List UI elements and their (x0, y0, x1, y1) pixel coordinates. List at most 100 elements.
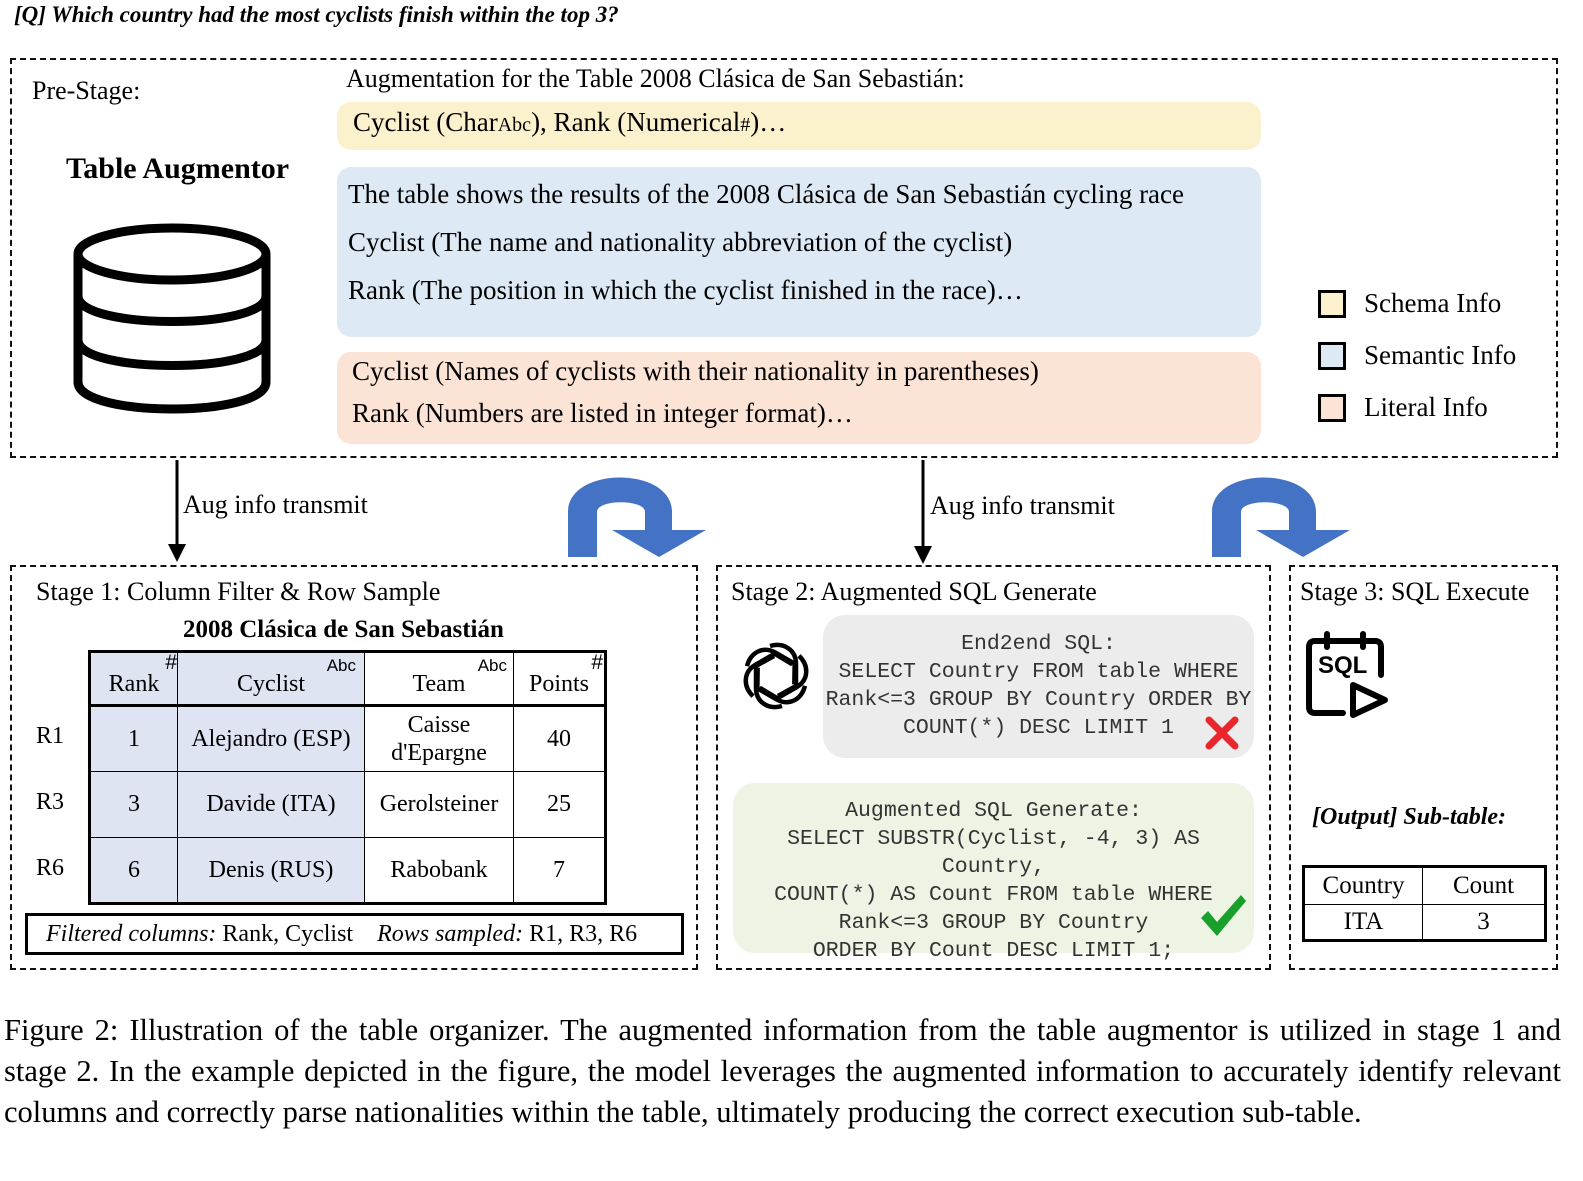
rows-sampled-value: R1, R3, R6 (529, 920, 638, 947)
augmented-sql-box: Augmented SQL Generate: SELECT SUBSTR(Cy… (733, 783, 1254, 963)
cell-points: 7 (513, 837, 606, 904)
header-team-mark: Abc (477, 656, 507, 675)
sql-execute-icon (1306, 631, 1388, 718)
header-team-label: Team (412, 671, 466, 697)
end2end-line-3: Rank<=3 GROUP BY Country ORDER BY (825, 688, 1252, 712)
semantic-info-panel: The table shows the results of the 2008 … (337, 167, 1261, 337)
llm-logo-icon (743, 642, 809, 710)
cell-cyclist: Alejandro (ESP) (177, 705, 365, 772)
figure-caption: Figure 2: Illustration of the table orga… (4, 1013, 1561, 1129)
output-cell-country: ITA (1303, 904, 1423, 941)
schema-num-mark: # (740, 114, 751, 136)
literal-line-1: Cyclist (Names of cyclists with their na… (352, 356, 1039, 386)
semantic-line-3: Rank (The position in which the cyclist … (348, 275, 1023, 305)
end2end-line-2: SELECT Country FROM table WHERE (838, 660, 1239, 684)
aug-transmit-label-left: Aug info transmit (183, 490, 368, 519)
header-points-label: Points (528, 671, 590, 697)
legend-semantic-label: Semantic Info (1364, 340, 1517, 370)
stage2-label: Stage 2: Augmented SQL Generate (731, 577, 1097, 606)
filtered-columns-label: Filtered columns: (46, 920, 217, 947)
schema-text-2: ), Rank (Numerical (531, 107, 741, 137)
header-points-mark: # (591, 651, 603, 674)
augmentation-heading: Augmentation for the Table 2008 Clásica … (346, 64, 965, 93)
augmented-line-2: SELECT SUBSTR(Cyclist, -4, 3) AS Country… (787, 827, 1200, 879)
schema-text-1: Cyclist (Char (353, 107, 498, 137)
aug-transmit-label-right: Aug info transmit (930, 491, 1115, 520)
header-team: Team Abc (364, 651, 514, 706)
cell-team: Caisse d'Epargne (364, 705, 514, 772)
augmented-line-5: ORDER BY Count DESC LIMIT 1; (812, 939, 1175, 963)
schema-text-3: )… (750, 107, 787, 137)
pre-stage-box (10, 58, 1558, 458)
table-header-row: Rank # Cyclist Abc Team Abc Points # (89, 651, 606, 706)
header-cyclist: Cyclist Abc (177, 651, 365, 706)
cell-points: 25 (513, 771, 606, 838)
cell-points: 40 (513, 705, 606, 772)
output-header-count: Count (1422, 866, 1546, 905)
arrow-down-right (914, 460, 932, 564)
header-rank-label: Rank (108, 671, 160, 697)
legend-schema: Schema Info (1318, 288, 1501, 319)
row-id-r1: R1 (36, 723, 65, 749)
table-row: ITA 3 (1303, 904, 1546, 941)
header-rank-mark: # (165, 651, 177, 674)
schema-info-panel: Cyclist (CharAbc), Rank (Numerical#)… (337, 102, 1261, 150)
end2end-sql-box: End2end SQL: SELECT Country FROM table W… (823, 615, 1254, 758)
augmentor-title: Table Augmentor (66, 152, 290, 185)
question-text: [Q] Which country had the most cyclists … (14, 2, 619, 27)
semantic-line-1: The table shows the results of the 2008 … (348, 179, 1185, 209)
legend-schema-label: Schema Info (1364, 288, 1502, 318)
cell-rank: 3 (89, 771, 178, 838)
literal-line-2: Rank (Numbers are listed in integer form… (352, 398, 853, 428)
cell-rank: 6 (89, 837, 178, 904)
wrong-cross-icon (1205, 716, 1239, 750)
arrow-down-left (168, 460, 186, 562)
schema-char-mark: Abc (497, 114, 532, 136)
cyclist-table: Rank # Cyclist Abc Team Abc Points # 1 A… (88, 650, 607, 905)
end2end-line-4: COUNT(*) DESC LIMIT 1 (903, 716, 1174, 740)
augmented-line-4: Rank<=3 GROUP BY Country (838, 911, 1149, 935)
curved-arrow-left (568, 477, 706, 557)
end2end-line-1: End2end SQL: (961, 632, 1116, 656)
header-points: Points # (513, 651, 606, 706)
table-row: 1 Alejandro (ESP) Caisse d'Epargne 40 (89, 705, 606, 772)
curved-arrow-right (1212, 477, 1350, 557)
header-cyclist-label: Cyclist (236, 671, 305, 697)
output-sub-table: Country Count ITA 3 (1302, 865, 1547, 942)
legend-semantic: Semantic Info (1318, 340, 1516, 371)
cell-cyclist: Davide (ITA) (177, 771, 365, 838)
semantic-line-2: Cyclist (The name and nationality abbrev… (348, 227, 1013, 257)
rows-sampled-label: Rows sampled: (377, 920, 524, 947)
table-row: 3 Davide (ITA) Gerolsteiner 25 (89, 771, 606, 838)
cell-team: Rabobank (364, 837, 514, 904)
table-row: 6 Denis (RUS) Rabobank 7 (89, 837, 606, 904)
database-icon (73, 223, 271, 414)
sql-icon-text: SQL (1318, 652, 1368, 679)
correct-check-icon (1201, 895, 1246, 936)
legend-schema-swatch (1318, 289, 1346, 318)
legend-literal: Literal Info (1318, 392, 1488, 423)
filtered-columns-value: Rank, Cyclist (222, 920, 354, 947)
output-header-row: Country Count (1303, 866, 1546, 905)
header-rank: Rank # (89, 651, 178, 706)
stage1-table-title: 2008 Clásica de San Sebastián (183, 616, 504, 643)
header-cyclist-mark: Abc (326, 656, 356, 675)
filter-summary-box: Filtered columns: Rank, Cyclist Rows sam… (25, 913, 684, 955)
output-cell-count: 3 (1422, 904, 1546, 941)
augmented-line-1: Augmented SQL Generate: (845, 799, 1142, 823)
stage2-box (716, 565, 1271, 970)
cell-team: Gerolsteiner (364, 771, 514, 838)
stage3-box (1289, 565, 1558, 970)
legend-literal-label: Literal Info (1364, 392, 1488, 422)
legend-literal-swatch (1318, 393, 1346, 422)
stage1-label: Stage 1: Column Filter & Row Sample (36, 577, 441, 606)
row-id-r6: R6 (36, 855, 65, 881)
arrows-layer (168, 460, 1350, 564)
legend-semantic-swatch (1318, 341, 1346, 370)
literal-info-panel: Cyclist (Names of cyclists with their na… (337, 352, 1261, 444)
output-label: [Output] Sub-table: (1312, 804, 1507, 830)
stage3-label: Stage 3: SQL Execute (1300, 577, 1530, 606)
cell-rank: 1 (89, 705, 178, 772)
output-header-country: Country (1303, 866, 1423, 905)
row-id-r3: R3 (36, 789, 65, 815)
